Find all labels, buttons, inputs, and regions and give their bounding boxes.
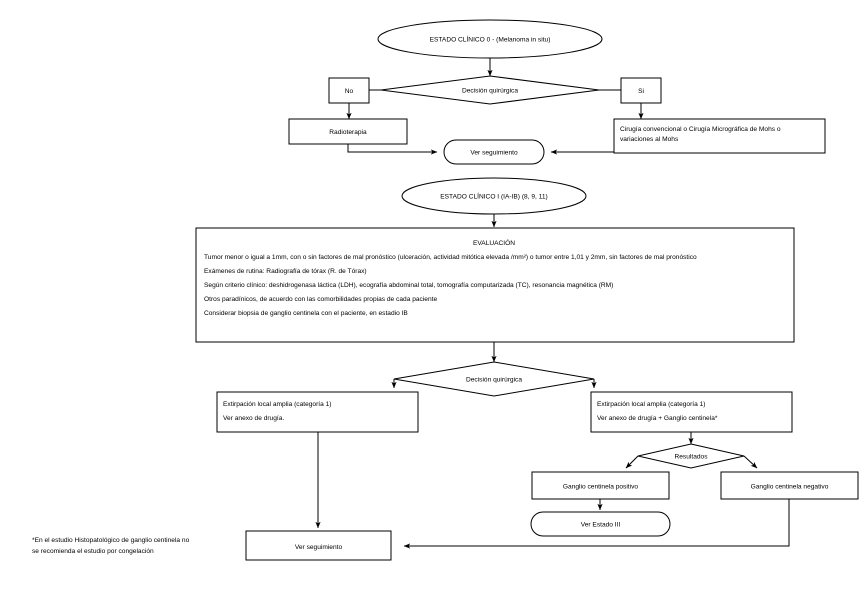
- extirpacion-left-line2: Ver anexo de drugía.: [223, 415, 284, 422]
- cirugia-label-line1: Cirugía convencional o Cirugía Micrográf…: [620, 126, 781, 133]
- ganglio-negativo-label: Ganglio centinela negativo: [751, 484, 829, 491]
- node-ganglio-positivo[interactable]: Ganglio centinela positivo: [531, 471, 670, 500]
- ver-seguimiento-1-rounded-box: [443, 139, 545, 165]
- evaluacion-line-1: Tumor menor o igual a 1mm, con o sin fac…: [204, 254, 697, 261]
- node-extirpacion-right[interactable]: Extirpación local amplia (categoría 1) V…: [590, 391, 793, 433]
- ganglio-positivo-box: [531, 471, 670, 500]
- node-radioterapia[interactable]: Radioterapia: [288, 118, 408, 145]
- connector-resultados-positivo: [625, 455, 639, 469]
- ganglio-positivo-label: Ganglio centinela positivo: [563, 484, 638, 491]
- stage-0-label: ESTADO CLÍNICO 0 - (Melanoma in situ): [430, 35, 551, 44]
- footnote: *En el estudio Histopatológico de gangli…: [32, 537, 190, 555]
- footnote-line-1: *En el estudio Histopatológico de gangli…: [32, 537, 190, 544]
- footnote-line-2: se recomienda el estudio por congelación: [32, 548, 154, 555]
- ganglio-negativo-box: [720, 471, 859, 500]
- radioterapia-box: [288, 118, 408, 145]
- connector-negativo-verseguimiento2: [403, 499, 790, 549]
- node-ver-seguimiento-2[interactable]: Ver seguimiento: [245, 530, 392, 561]
- ver-estado-iii-label: Ver Estado III: [581, 522, 621, 529]
- evaluacion-line-3: Según criterio clínico: deshidrogenasa l…: [204, 282, 613, 289]
- cirugia-label-line2: variaciones al Mohs: [620, 136, 679, 143]
- connector-radioterapia-verseguimiento: [347, 144, 438, 155]
- node-stage-1[interactable]: ESTADO CLÍNICO I (IA-IB) (8, 9, 11): [401, 177, 587, 215]
- node-cirugia-convencional[interactable]: Cirugía convencional o Cirugía Micrográf…: [613, 118, 826, 154]
- evaluacion-line-2: Exámenes de rutina: Radiografía de tórax…: [204, 268, 367, 275]
- decision-1-label: Decisión quirúrgica: [462, 88, 518, 95]
- evaluacion-title: EVALUACIÓN: [473, 238, 515, 247]
- node-ganglio-negativo[interactable]: Ganglio centinela negativo: [720, 471, 859, 500]
- node-si[interactable]: Si: [620, 77, 662, 104]
- stage-1-label: ESTADO CLÍNICO I (IA-IB) (8, 9, 11): [440, 192, 547, 201]
- node-ver-seguimiento-1[interactable]: Ver seguimiento: [443, 139, 545, 165]
- resultados-label: Resultados: [675, 454, 709, 461]
- evaluacion-box: [195, 227, 795, 343]
- node-no[interactable]: No: [328, 77, 370, 104]
- node-ver-estado-iii[interactable]: Ver Estado III: [530, 511, 671, 537]
- evaluacion-line-4: Otros paradínicos, de acuerdo con las co…: [204, 296, 437, 303]
- node-resultados[interactable]: Resultados: [637, 443, 745, 469]
- ver-estado-iii-box: [530, 511, 671, 537]
- radioterapia-label: Radioterapia: [329, 129, 367, 136]
- cirugia-box: [613, 118, 826, 154]
- node-extirpacion-left[interactable]: Extirpación local amplia (categoría 1) V…: [216, 391, 419, 433]
- node-stage-0[interactable]: ESTADO CLÍNICO 0 - (Melanoma in situ): [377, 19, 603, 59]
- extirpacion-right-box: [590, 391, 793, 433]
- extirpacion-left-box: [216, 391, 419, 433]
- ver-seguimiento-2-label: Ver seguimiento: [295, 544, 343, 551]
- resultados-diamond: [637, 443, 745, 469]
- extirpacion-right-line2: Ver anexo de drugía + Ganglio centinela*: [597, 415, 718, 422]
- node-decision-2[interactable]: Decisión quirúrgica: [393, 361, 595, 397]
- si-label: Si: [638, 88, 644, 95]
- ver-seguimiento-2-box: [245, 530, 392, 561]
- extirpacion-right-line1: Extirpación local amplia (categoría 1): [597, 401, 705, 408]
- decision-2-label: Decisión quirúrgica: [466, 377, 522, 384]
- node-evaluacion[interactable]: EVALUACIÓN Tumor menor o igual a 1mm, co…: [195, 227, 795, 343]
- node-decision-1[interactable]: Decisión quirúrgica: [380, 75, 600, 105]
- connector-resultados-negativo: [743, 455, 758, 469]
- decision-2-diamond: [393, 361, 595, 397]
- evaluacion-line-5: Considerar biopsia de ganglio centinela …: [204, 310, 408, 317]
- ver-seguimiento-1-label: Ver seguimiento: [470, 150, 518, 157]
- extirpacion-left-line1: Extirpación local amplia (categoría 1): [223, 401, 331, 408]
- si-box: [620, 77, 662, 104]
- decision-1-diamond: [380, 75, 600, 105]
- no-label: No: [345, 88, 354, 95]
